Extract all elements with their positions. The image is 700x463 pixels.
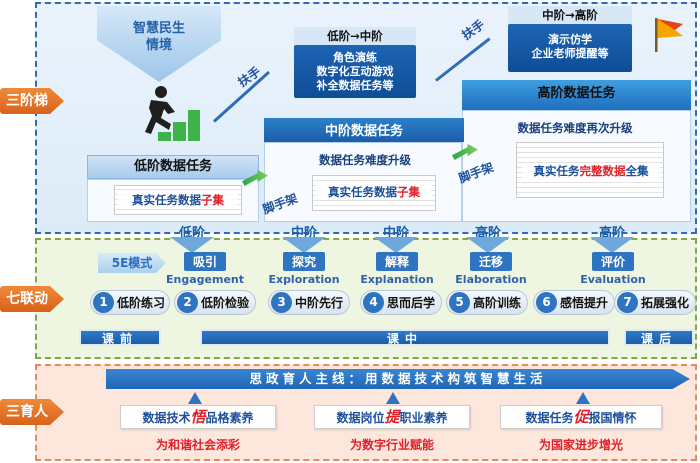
transition-head-high: 中阶→高阶 — [508, 6, 632, 24]
mid-step-title: 中阶数据任务 — [324, 124, 403, 139]
high-step-subtitle: 数据任务难度再次升级 — [517, 121, 633, 135]
time-post-class: 课后 — [624, 329, 694, 346]
level-arrow-4 — [466, 237, 510, 253]
edu-item-2: 数据岗位提职业素养 — [314, 405, 470, 429]
scenario-text: 智慧民生 情境 — [132, 21, 185, 53]
low-step-title: 低阶数据任务 — [87, 155, 259, 179]
high-step-top — [462, 80, 691, 110]
transition-head-mid: 低阶→中阶 — [294, 27, 416, 45]
linkage-tag: 七联动 — [0, 286, 64, 312]
mid-step-top — [264, 118, 464, 142]
level-arrow-3 — [374, 237, 418, 253]
education-tag: 三育人 — [0, 399, 64, 425]
level-arrow-1 — [170, 237, 214, 253]
edu-goal-3: 为国家进步增光 — [538, 438, 623, 452]
high-step-title: 高阶数据任务 — [537, 86, 616, 101]
edu-goal-2: 为数字行业赋能 — [349, 438, 434, 452]
flag-icon — [655, 18, 683, 52]
mid-doc-label: 真实任务数据子集 — [316, 184, 432, 200]
transition-body-mid: 角色演练 数字化互动游戏 补全数据任务等 — [294, 45, 416, 98]
low-doc-label: 真实任务数据子集 — [118, 192, 238, 208]
education-main-line: 思政育人主线：用数据技术构筑智慧生活 — [106, 369, 690, 389]
transition-body-high: 演示仿学 企业老师提醒等 — [508, 24, 632, 72]
edu-goal-1: 为和谐社会添彩 — [155, 438, 240, 452]
five-e-label: 5E模式 — [98, 253, 166, 273]
edu-item-3: 数据任务促报国情怀 — [500, 405, 662, 429]
level-arrow-5 — [590, 237, 634, 253]
tier-tag: 三阶梯 — [0, 88, 64, 114]
edu-item-1: 数据技术悟品格素养 — [120, 405, 276, 429]
time-in-class: 课中 — [200, 329, 610, 346]
time-pre-class: 课前 — [79, 329, 161, 346]
mid-step-subtitle: 数据任务难度升级 — [319, 153, 411, 167]
high-doc-label: 真实任务完整数据全集 — [522, 163, 660, 179]
climber-icon — [145, 86, 200, 141]
level-arrow-2 — [282, 237, 326, 253]
